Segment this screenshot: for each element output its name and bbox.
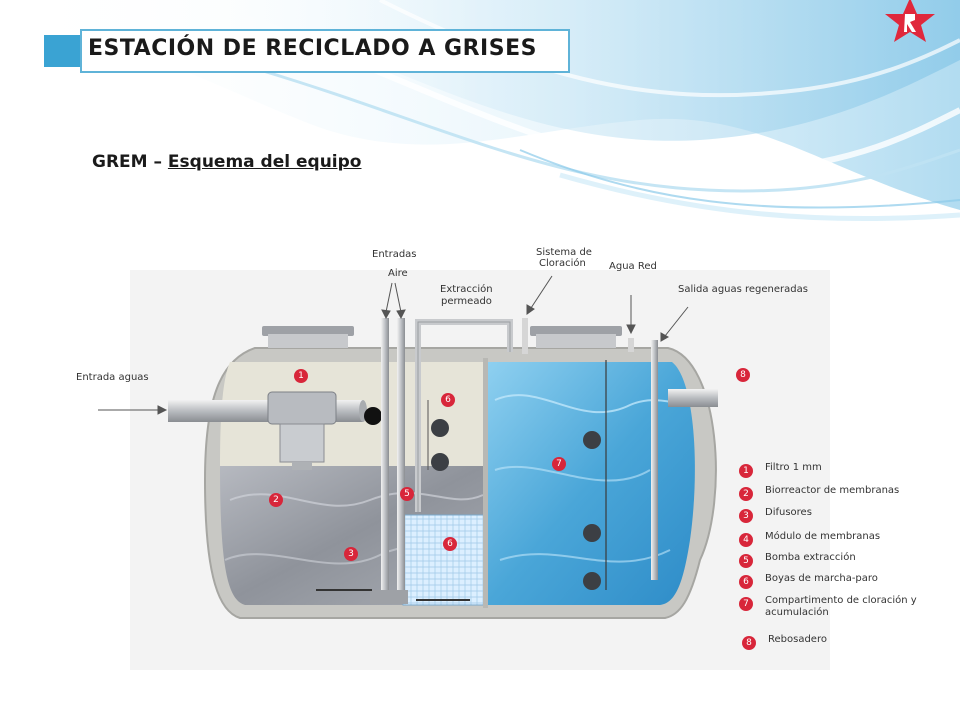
badge-bioreactor: 2 — [269, 493, 283, 507]
legend-item: 1 Filtro 1 mm — [739, 462, 949, 486]
legend-text: Boyas de marcha-paro — [765, 573, 878, 584]
float-switch-5 — [583, 572, 601, 590]
title-box — [80, 29, 570, 73]
overflow-pipe — [668, 389, 718, 407]
legend-badge: 3 — [739, 509, 753, 523]
air-pipe-2 — [397, 318, 405, 598]
float-switch-2 — [431, 453, 449, 471]
legend-item: 6 Boyas de marcha-paro — [739, 573, 949, 597]
subtitle-underlined: Esquema del equipo — [167, 152, 362, 172]
legend-badge: 2 — [739, 487, 753, 501]
label-entradas: Entradas — [372, 249, 417, 260]
legend-badge: 5 — [739, 554, 753, 568]
air-valve-ball — [364, 407, 382, 425]
legend-item: 7 Compartimento de cloración y acumulaci… — [739, 595, 949, 627]
legend-item: 3 Difusores — [739, 507, 949, 531]
badge-chlorination: 7 — [552, 457, 566, 471]
label-agua-red: Agua Red — [609, 261, 657, 272]
label-sistema-cloracion-1: Sistema de — [536, 247, 592, 258]
subtitle-prefix: GREM – — [92, 152, 168, 172]
label-entrada-aguas: Entrada aguas — [76, 372, 149, 383]
legend-text: Rebosadero — [768, 634, 827, 645]
page-subtitle: GREM – Esquema del equipo — [92, 152, 361, 172]
legend-item: 5 Bomba extracción — [739, 552, 949, 576]
legend-item: 4 Módulo de membranas — [739, 531, 949, 555]
label-sistema-cloracion-2: Cloración — [539, 258, 586, 269]
label-aire: Aire — [388, 268, 408, 279]
legend-item: 8 Rebosadero — [742, 634, 952, 658]
red-star-logo-icon — [885, 0, 935, 42]
badge-overflow: 8 — [736, 368, 750, 382]
membrane-module — [402, 514, 486, 606]
legend-badge: 7 — [739, 597, 753, 611]
label-salida-aguas: Salida aguas regeneradas — [678, 284, 808, 295]
badge-filter: 1 — [294, 369, 308, 383]
legend-badge: 6 — [739, 575, 753, 589]
legend-text: Biorreactor de membranas — [765, 485, 900, 496]
legend-text: Compartimento de cloración y acumulación — [765, 595, 917, 618]
badge-float-lower: 6 — [443, 537, 457, 551]
float-switch-3 — [583, 431, 601, 449]
legend-text: Filtro 1 mm — [765, 462, 822, 473]
label-extraccion-1: Extracción — [440, 284, 493, 295]
legend-badge: 4 — [739, 533, 753, 547]
label-extraccion-2: permeado — [441, 296, 492, 307]
manhole-right — [530, 326, 622, 336]
manhole-left — [262, 326, 354, 336]
legend-text: Módulo de membranas — [765, 531, 881, 542]
legend-item: 2 Biorreactor de membranas — [739, 485, 949, 509]
float-switch-4 — [583, 524, 601, 542]
badge-float-upper: 6 — [441, 393, 455, 407]
outlet-pipe — [651, 340, 658, 580]
legend-text: Difusores — [765, 507, 812, 518]
air-pipe-1 — [381, 318, 389, 598]
legend-text: Bomba extracción — [765, 552, 856, 563]
float-switch-1 — [431, 419, 449, 437]
divider-wall — [483, 358, 488, 608]
badge-pump: 5 — [400, 487, 414, 501]
legend-badge: 1 — [739, 464, 753, 478]
badge-diffusers: 3 — [344, 547, 358, 561]
clean-water — [487, 362, 695, 605]
page-title: ESTACIÓN DE RECICLADO A GRISES — [88, 36, 537, 61]
legend-badge: 8 — [742, 636, 756, 650]
filter-body — [267, 391, 337, 425]
title-accent-tab — [44, 35, 82, 67]
